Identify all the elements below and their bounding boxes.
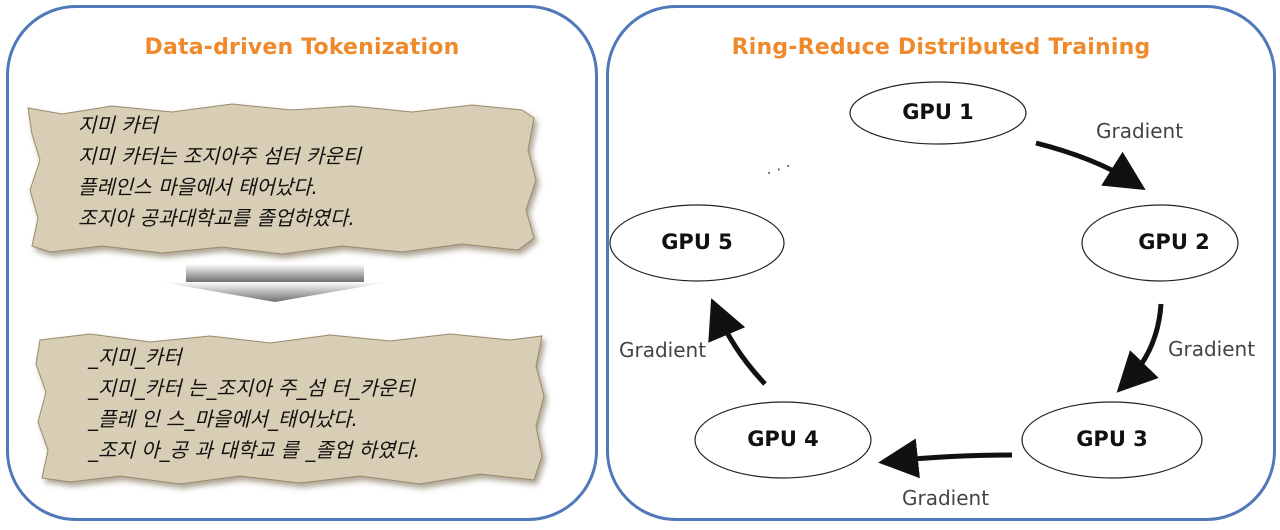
tokenize-arrow xyxy=(160,264,390,302)
arrow-gpu3-to-gpu4 xyxy=(878,438,1013,479)
output-text-paper: _지미_카터 _지미_카터 는_조지아 주_섬 터_카운티 _플레 인 스_마을… xyxy=(30,330,550,492)
gpu-3-label: GPU 3 xyxy=(1076,427,1148,451)
input-line-4: 조지아 공과대학교를 졸업하였다. xyxy=(78,206,355,230)
ring-reduce-title: Ring-Reduce Distributed Training xyxy=(731,35,1151,60)
output-line-2: _지미_카터 는_조지아 주_섬 터_카운티 xyxy=(88,376,415,400)
gpu-4-node xyxy=(694,401,872,479)
arrow-gpu1-to-gpu2 xyxy=(1035,140,1146,191)
gradient-label-3-4: Gradient xyxy=(902,486,990,510)
input-line-3: 플레인스 마을에서 태어났다. xyxy=(78,175,318,199)
output-line-1: _지미_카터 xyxy=(88,345,182,369)
input-line-1: 지미 카터 xyxy=(78,113,158,137)
input-paper-shape xyxy=(27,103,537,255)
output-line-3: _플레 인 스_마을에서_태어났다. xyxy=(88,407,358,431)
arrow-gpu2-to-gpu3 xyxy=(1116,303,1164,393)
gradient-label-2-3: Gradient xyxy=(1168,337,1256,361)
gpu-1-label: GPU 1 xyxy=(902,100,974,124)
gradient-label-1-2: Gradient xyxy=(1096,119,1184,143)
gpu-4-label: GPU 4 xyxy=(747,427,819,451)
gpu-5-label: GPU 5 xyxy=(661,230,733,254)
gpu-3-node xyxy=(1021,401,1203,479)
input-line-2: 지미 카터는 조지아주 섬터 카운티 xyxy=(78,144,362,168)
gpu-2-label: GPU 2 xyxy=(1138,230,1210,254)
arrow-gpu4-to-gpu5 xyxy=(708,298,767,386)
output-line-4: _조지 아_공 과 대학교 를 _졸업 하였다. xyxy=(88,438,421,462)
gpu-2-node xyxy=(1081,204,1239,282)
gpu-5-node xyxy=(609,204,785,282)
gpu-1-node xyxy=(849,81,1027,145)
output-paper-shape xyxy=(35,333,545,485)
gradient-label-4-5: Gradient xyxy=(619,338,707,362)
input-text-paper: 지미 카터 지미 카터는 조지아주 섬터 카운티 플레인스 마을에서 태어났다.… xyxy=(22,100,542,260)
tokenization-title: Data-driven Tokenization xyxy=(144,35,460,60)
